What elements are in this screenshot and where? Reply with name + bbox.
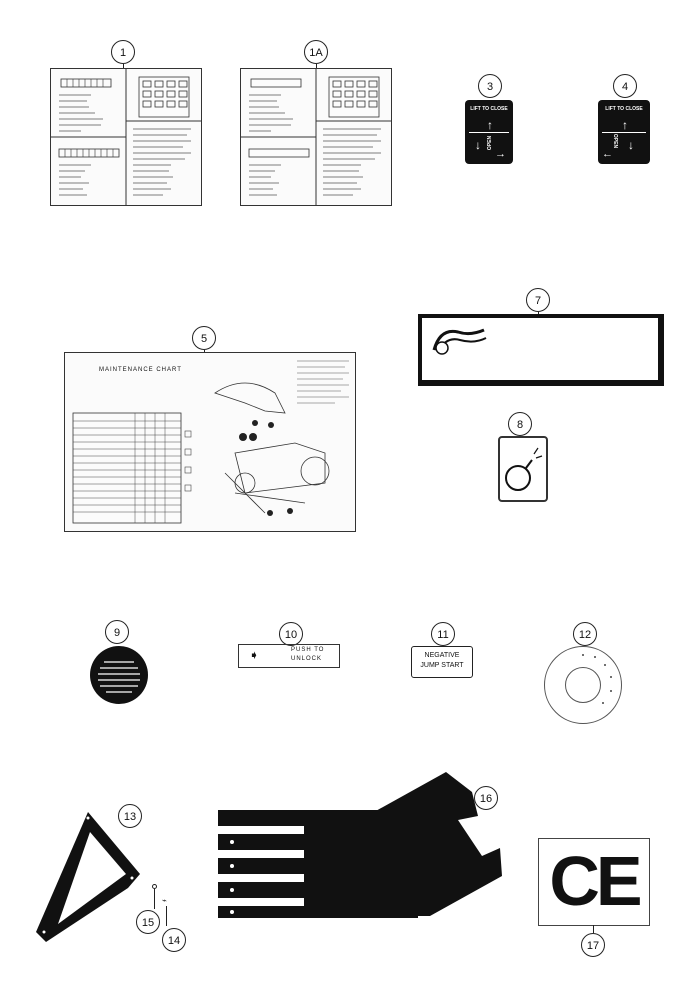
leader-line (154, 889, 155, 909)
dial-tick-marks (582, 654, 612, 704)
part-15-washer (152, 884, 157, 889)
arrow-down-icon: ↓ (475, 138, 481, 152)
decal-16-strip-sheet (218, 772, 502, 918)
decal-3-top-text: LIFT TO CLOSE (470, 106, 508, 112)
logo-swoosh-icon (432, 328, 487, 355)
divider (469, 132, 509, 133)
arrow-up-icon: ↑ (622, 118, 628, 132)
decal-5-maintenance-chart: MAINTENANCE CHART (64, 352, 356, 532)
decal-1a-fuse-chart (240, 68, 392, 206)
decal-17-ce-mark: CE (538, 838, 650, 926)
callout-15: 15 (136, 910, 160, 934)
arrow-left-icon: ← (602, 148, 613, 160)
case-brand: CASE (588, 326, 622, 340)
callout-5: 5 (192, 326, 216, 350)
callout-1: 1 (111, 40, 135, 64)
decal-10-line2: UNLOCK (291, 656, 323, 662)
leader-line (204, 350, 205, 352)
decal-10-line1: PUSH TO (291, 647, 325, 653)
callout-14: 14 (162, 928, 186, 952)
leader-line (166, 906, 167, 926)
bomb-icon (505, 447, 543, 491)
callout-10: 10 (279, 622, 303, 646)
leader-line (123, 64, 124, 68)
callout-11: 11 (431, 622, 455, 646)
decal-13-slow-moving-triangle (36, 812, 140, 942)
decal-10-push-to-unlock: ➧ PUSH TO UNLOCK (238, 644, 340, 668)
dial-center-hole (565, 667, 601, 703)
fuse-chart-drawing-1 (51, 69, 201, 205)
decal-7-employee-participation: CASE Employee participation Quality Cert… (418, 314, 664, 386)
divider (602, 132, 646, 133)
callout-1a: 1A (304, 40, 328, 64)
leader-line (538, 312, 539, 314)
decal-4-lift-to-close: LIFT TO CLOSE ↑ ← OPEN ↓ (598, 100, 650, 164)
decal-1-fuse-chart (50, 68, 202, 206)
decal-7-inner-panel: CASE Employee participation Quality Cert… (422, 318, 658, 380)
maintenance-chart-drawing (72, 360, 349, 524)
fuse-chart-drawing-1a (241, 69, 391, 205)
arrow-up-icon: ↑ (487, 118, 493, 132)
arrow-icon: ➧ (249, 648, 260, 662)
ce-mark-text: CE (549, 842, 642, 920)
decal-3-lift-to-close: LIFT TO CLOSE ↑ ↓ OPEN → (465, 100, 513, 164)
decal-11-line2: JUMP START (420, 662, 464, 669)
callout-3: 3 (478, 74, 502, 98)
arrow-right-icon: → (495, 148, 506, 160)
decal-11-line1: NEGATIVE (424, 652, 460, 659)
maintenance-chart-title: MAINTENANCE CHART (99, 367, 182, 373)
callout-4: 4 (613, 74, 637, 98)
decal-8-bomb-symbol (498, 436, 548, 502)
callout-12: 12 (573, 622, 597, 646)
arrow-down-icon: ↓ (628, 138, 634, 152)
callout-7: 7 (526, 288, 550, 312)
callout-9: 9 (105, 620, 129, 644)
callout-13: 13 (118, 804, 142, 828)
callout-8: 8 (508, 412, 532, 436)
decal-3-side-text: OPEN (487, 135, 494, 151)
warning-text-block (98, 661, 140, 693)
leader-line (316, 64, 317, 68)
decal-9-round-warning (90, 646, 148, 704)
callout-17: 17 (581, 933, 605, 957)
decal-12-ring-dial (544, 646, 622, 724)
decal-11-negative-jump-start: NEGATIVE JUMP START (411, 646, 473, 678)
part-14-screw-icon: ⌁ (162, 896, 167, 905)
callout-16: 16 (474, 786, 498, 810)
decal-4-top-text: LIFT TO CLOSE (605, 106, 643, 112)
decal-7-subline: Quality Certified By: (430, 362, 484, 368)
decal-7-headline: Employee participation (456, 342, 589, 356)
decal-4-side-text: OPEN (612, 133, 619, 149)
leader-line (593, 925, 594, 933)
